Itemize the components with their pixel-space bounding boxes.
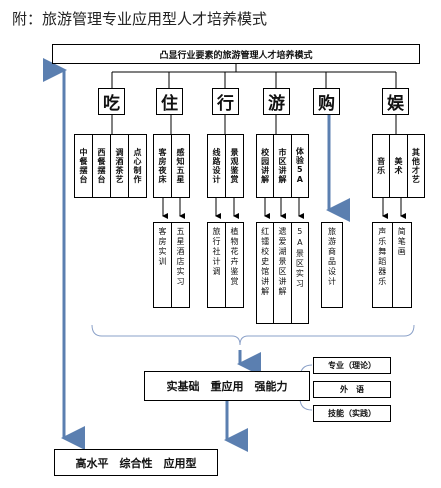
category-eat: 吃 bbox=[98, 88, 125, 115]
category-travel: 行 bbox=[212, 88, 239, 115]
shop-practice: 旅游商品设计 bbox=[321, 222, 343, 308]
practice-item: 5A景区实习 bbox=[295, 227, 305, 289]
category-shop: 购 bbox=[313, 88, 340, 115]
model-banner: 凸显行业要素的旅游管理人才培养模式 bbox=[52, 44, 420, 64]
travel-subgroup: 线路设计 景观鉴赏 bbox=[207, 134, 244, 198]
practice-item: 旅游商品设计 bbox=[327, 227, 337, 287]
practice-item: 客房实训 bbox=[158, 227, 167, 267]
side-item-skills: 技能（实践） bbox=[313, 405, 391, 422]
eat-item: 中餐摆台 bbox=[75, 135, 93, 197]
ent-item: 其他才艺 bbox=[411, 148, 421, 184]
tour-subgroup: 校园讲解 市区讲解 体验5A bbox=[256, 134, 309, 198]
practice-item: 声乐舞蹈器乐 bbox=[377, 227, 387, 287]
practice-item: 遗爱湖景区讲解 bbox=[277, 227, 287, 297]
travel-item: 景观鉴赏 bbox=[230, 148, 239, 184]
eat-subgroup: 中餐摆台 西餐摆台 调酒茶艺 点心制作 bbox=[74, 134, 147, 198]
side-item-language: 外 语 bbox=[313, 381, 391, 398]
stay-item: 感知五星 bbox=[176, 148, 185, 184]
travel-practice: 旅行社计调 植物花卉鉴赏 bbox=[207, 222, 244, 308]
core-principles: 实基础 重应用 强能力 bbox=[144, 371, 310, 401]
practice-item: 简笔画 bbox=[397, 227, 407, 257]
eat-item: 调酒茶艺 bbox=[111, 135, 129, 197]
practice-item: 五星酒店实习 bbox=[176, 227, 185, 287]
outcome-box: 高水平 综合性 应用型 bbox=[54, 449, 218, 476]
eat-item: 点心制作 bbox=[133, 148, 142, 184]
travel-item: 线路设计 bbox=[208, 135, 226, 197]
side-item-theory: 专业（理论） bbox=[313, 357, 391, 374]
practice-item: 红镭校史馆讲解 bbox=[260, 227, 270, 297]
category-tour: 游 bbox=[263, 88, 290, 115]
stay-item: 客房夜床 bbox=[154, 135, 172, 197]
category-stay: 住 bbox=[156, 88, 183, 115]
category-entertainment: 娱 bbox=[382, 88, 409, 115]
page-title: 附：旅游管理专业应用型人才培养模式 bbox=[12, 10, 268, 28]
tour-item: 校园讲解 bbox=[257, 135, 275, 197]
eat-item: 西餐摆台 bbox=[93, 135, 111, 197]
tour-item: 体验5A bbox=[295, 147, 305, 185]
practice-item: 旅行社计调 bbox=[212, 227, 221, 277]
stay-practice: 客房实训 五星酒店实习 bbox=[153, 222, 190, 308]
practice-item: 植物花卉鉴赏 bbox=[230, 227, 239, 287]
ent-item: 美术 bbox=[390, 135, 408, 197]
stay-subgroup: 客房夜床 感知五星 bbox=[153, 134, 190, 198]
entertainment-subgroup: 音乐 美术 其他才艺 bbox=[372, 134, 425, 198]
tour-item: 市区讲解 bbox=[274, 135, 292, 197]
tour-practice: 红镭校史馆讲解 遗爱湖景区讲解 5A景区实习 bbox=[256, 222, 309, 324]
ent-item: 音乐 bbox=[373, 135, 391, 197]
entertainment-practice: 声乐舞蹈器乐 简笔画 bbox=[372, 222, 412, 308]
